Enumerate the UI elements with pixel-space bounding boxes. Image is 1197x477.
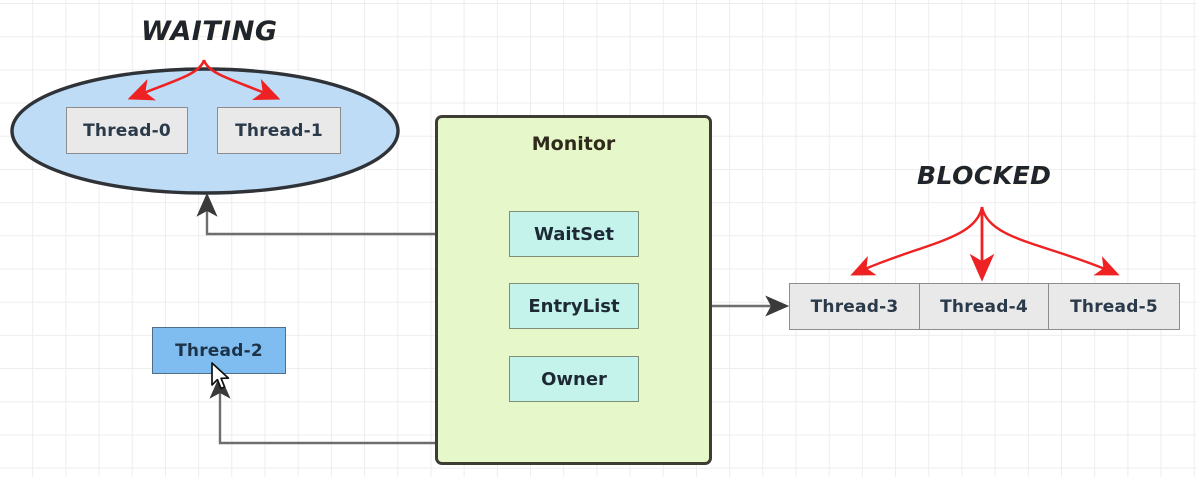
waiting-arrow-left bbox=[127, 59, 206, 101]
thread-box-thread-0[interactable]: Thread-0 bbox=[66, 107, 188, 154]
thread-box-thread-5[interactable]: Thread-5 bbox=[1048, 283, 1180, 330]
thread-box-thread-4[interactable]: Thread-4 bbox=[919, 283, 1049, 330]
waiting-arrow-right bbox=[202, 59, 281, 100]
monitor-slot-waitset[interactable]: WaitSet bbox=[509, 211, 639, 257]
thread-box-thread-3[interactable]: Thread-3 bbox=[789, 283, 920, 330]
monitor-slot-entrylist[interactable]: EntryList bbox=[509, 283, 639, 329]
monitor-slot-owner[interactable]: Owner bbox=[509, 356, 639, 402]
thread-box-thread-2[interactable]: Thread-2 bbox=[152, 327, 286, 374]
thread-box-thread-1[interactable]: Thread-1 bbox=[217, 107, 341, 154]
blocked-state-label: BLOCKED bbox=[917, 161, 1052, 190]
mouse-pointer-icon bbox=[211, 362, 230, 390]
blocked-arrow-right bbox=[980, 206, 1120, 276]
waiting-state-label: WAITING bbox=[141, 16, 278, 47]
blocked-arrow-left bbox=[850, 206, 984, 276]
monitor-title: Monitor bbox=[531, 133, 616, 155]
